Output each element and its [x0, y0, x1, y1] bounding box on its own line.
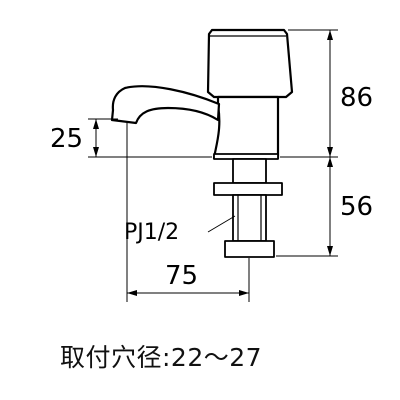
thread-label: PJ1/2 [124, 220, 179, 245]
dim-label-75: 75 [165, 261, 198, 291]
faucet-body [212, 95, 280, 160]
dim-label-25: 25 [50, 124, 83, 154]
handle [206, 28, 294, 99]
arrowheads [93, 30, 333, 296]
thread-leader [207, 215, 236, 233]
lock-nut [213, 182, 283, 196]
mounting-shank [232, 158, 267, 184]
faucet-illustration [110, 28, 294, 258]
spout-tip-line [111, 119, 137, 124]
dim-label-56: 56 [340, 192, 373, 222]
dim-label-86: 86 [340, 83, 373, 113]
bottom-nut [224, 240, 275, 258]
spout [110, 85, 221, 125]
mounting-hole-caption: 取付穴径:22～27 [60, 343, 263, 372]
dimension-lines [88, 29, 338, 302]
